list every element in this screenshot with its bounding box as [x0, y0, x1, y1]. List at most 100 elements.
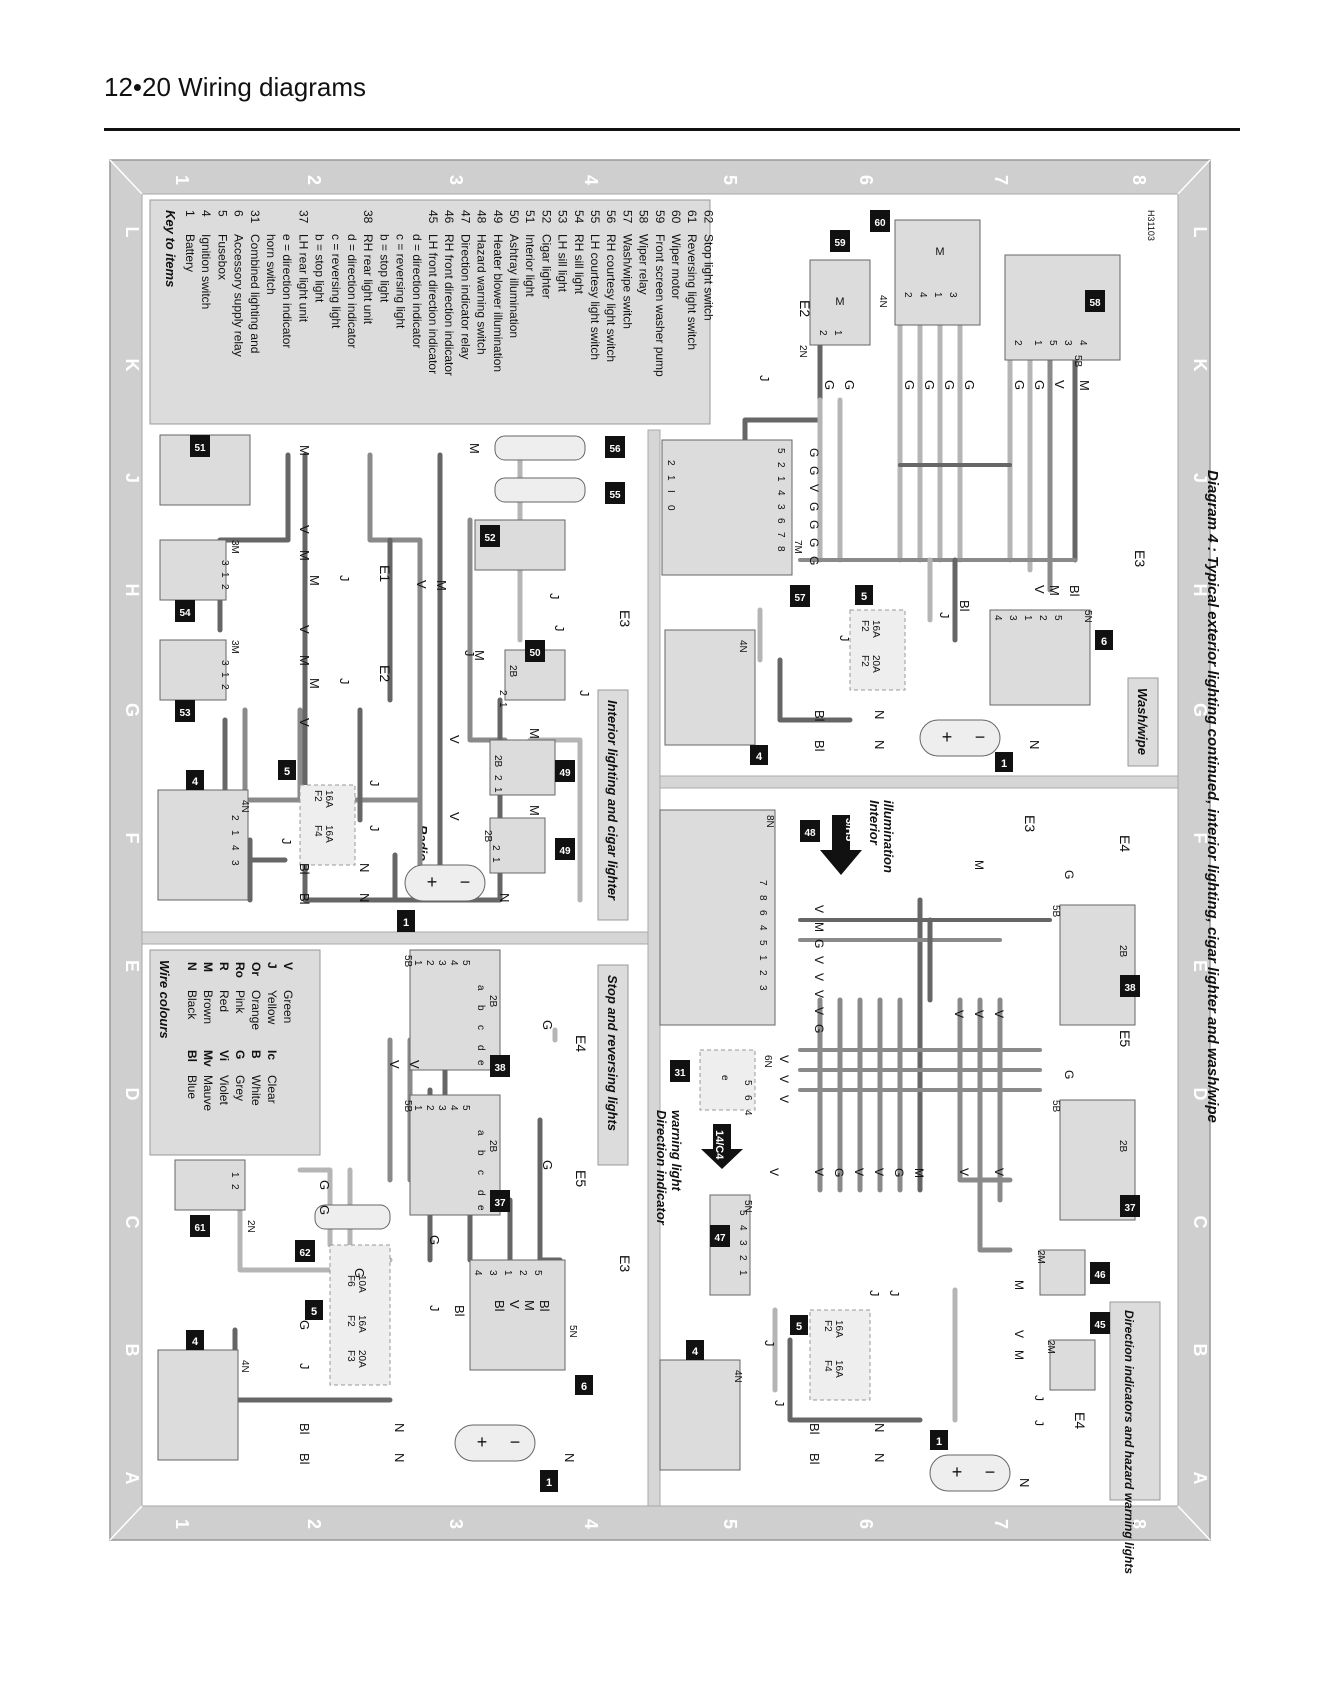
earth-e2: E2	[377, 665, 393, 682]
svg-text:E2: E2	[797, 300, 813, 317]
wire-colours-title: Wire colours	[157, 960, 172, 1039]
battery-symbols: + − + − + − + − M M	[427, 246, 996, 1482]
svg-text:+: +	[477, 1432, 488, 1452]
svg-text:E: E	[1190, 960, 1210, 972]
fuse-labels: F2 16A F4 16A F6 10A F2 16A F3 20A F2 16…	[312, 620, 881, 1378]
wire-colour-name: Mauve	[201, 1075, 215, 1111]
svg-text:M: M	[297, 655, 312, 666]
svg-text:E3: E3	[617, 1255, 633, 1272]
key-item-text: e = direction indicator	[280, 234, 294, 348]
svg-text:37: 37	[1124, 1203, 1136, 1214]
svg-text:e: e	[475, 1060, 486, 1066]
svg-text:1: 1	[229, 1172, 240, 1178]
key-item-text: Wash/wipe switch	[620, 234, 634, 329]
svg-text:J: J	[772, 1400, 787, 1407]
key-item-number: 53	[556, 210, 570, 224]
svg-text:J: J	[297, 1363, 312, 1370]
svg-text:2: 2	[424, 1105, 435, 1111]
svg-text:G: G	[812, 939, 826, 948]
svg-text:7M: 7M	[792, 540, 803, 554]
svg-text:5B: 5B	[402, 955, 413, 968]
svg-text:1: 1	[229, 830, 240, 836]
svg-text:E4: E4	[1072, 1412, 1088, 1429]
svg-text:5N: 5N	[1082, 610, 1093, 623]
svg-text:M: M	[812, 922, 826, 932]
wire-colour-name: Pink	[233, 990, 247, 1014]
svg-text:V: V	[777, 1075, 791, 1083]
svg-text:4N: 4N	[877, 295, 888, 308]
svg-text:M: M	[835, 296, 844, 308]
svg-text:a: a	[475, 1130, 486, 1136]
key-item-text: Accessory supply relay	[232, 234, 246, 357]
svg-text:3: 3	[219, 560, 230, 566]
grid-number: 5	[720, 175, 740, 185]
key-item-text: c = reversing light	[329, 234, 343, 329]
svg-text:V: V	[957, 1168, 971, 1176]
svg-text:52: 52	[484, 533, 496, 544]
svg-text:F6: F6	[345, 1275, 356, 1287]
svg-text:J: J	[367, 825, 382, 832]
key-item-number: 49	[491, 210, 505, 224]
svg-text:57: 57	[794, 593, 806, 604]
svg-text:2: 2	[219, 684, 230, 690]
svg-text:M: M	[307, 575, 322, 586]
svg-text:2: 2	[424, 960, 435, 966]
svg-text:K: K	[1190, 359, 1210, 372]
svg-text:V: V	[812, 905, 826, 913]
wire-colour-code: Bl	[185, 1050, 199, 1062]
svg-text:F2: F2	[345, 1315, 356, 1327]
svg-text:55: 55	[609, 490, 621, 501]
key-item-number: 51	[523, 210, 537, 224]
svg-text:D: D	[122, 1088, 142, 1101]
svg-text:1: 1	[219, 672, 230, 678]
component-badges: 1 4 5 53 54 51 52 50 49 49 55 56 1 4 5 6…	[175, 210, 1140, 1492]
key-item-text: RH front direction indicator	[442, 234, 456, 376]
key-item-text: Fusebox	[215, 234, 229, 280]
key-item-text: Ignition switch	[199, 234, 213, 309]
key-item-text: d = direction indicator	[410, 234, 424, 348]
svg-text:V: V	[952, 1010, 966, 1018]
svg-text:49: 49	[559, 846, 571, 857]
svg-text:5: 5	[460, 960, 471, 966]
svg-text:4: 4	[742, 1110, 753, 1116]
svg-text:F3: F3	[345, 1350, 356, 1362]
svg-text:7: 7	[757, 880, 768, 886]
svg-text:4: 4	[756, 751, 763, 763]
panel-dividers	[141, 429, 1179, 1507]
svg-text:Bl: Bl	[957, 600, 972, 612]
svg-text:a: a	[475, 985, 486, 991]
svg-text:4: 4	[737, 1225, 748, 1231]
svg-text:5: 5	[861, 591, 867, 603]
svg-text:1: 1	[1001, 758, 1007, 770]
svg-text:16A: 16A	[323, 825, 334, 843]
svg-text:47: 47	[714, 1233, 726, 1244]
svg-text:54: 54	[179, 608, 191, 619]
svg-text:J: J	[937, 612, 952, 619]
svg-text:G: G	[807, 556, 821, 565]
header-rule	[104, 128, 1240, 131]
svg-text:2: 2	[757, 970, 768, 976]
direction-warning-label-2: warning light	[669, 1110, 684, 1192]
svg-text:1: 1	[1022, 615, 1033, 621]
key-item-text: Direction indicator relay	[458, 234, 472, 359]
svg-text:V: V	[1012, 1330, 1026, 1338]
key-item-number: 57	[620, 210, 634, 224]
grid-number: 6	[856, 1519, 876, 1529]
svg-text:16A: 16A	[323, 790, 334, 808]
wire-colour-code: G	[233, 1050, 247, 1059]
svg-text:37: 37	[494, 1198, 506, 1209]
svg-text:46: 46	[1094, 1270, 1106, 1281]
svg-text:38: 38	[1124, 983, 1136, 994]
svg-text:6: 6	[757, 910, 768, 916]
key-item-text: Stop light switch	[701, 234, 715, 321]
grid-number: 1	[172, 1519, 192, 1529]
svg-text:5: 5	[1047, 340, 1058, 346]
wire-colour-name: Red	[217, 990, 231, 1012]
svg-text:4: 4	[775, 490, 786, 496]
svg-text:4N: 4N	[732, 1370, 743, 1383]
svg-text:2: 2	[497, 690, 508, 696]
svg-text:M: M	[1077, 380, 1092, 391]
svg-text:E4: E4	[1117, 835, 1133, 852]
wire-colour-code: B	[249, 1050, 263, 1059]
svg-text:J: J	[867, 1290, 882, 1297]
